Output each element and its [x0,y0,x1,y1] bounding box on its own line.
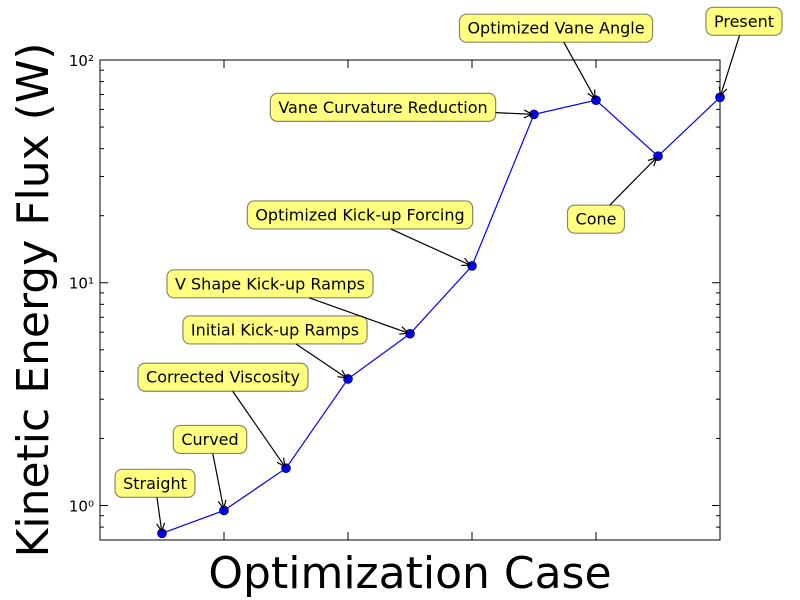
annotation-label: Optimized Vane Angle [467,19,644,38]
annotation-box [182,315,368,345]
annotation: Curved [172,424,248,508]
annotation-arrow [495,113,532,115]
annotation: Vane Curvature Reduction [269,92,532,122]
annotation: Straight [114,468,196,531]
y-tick-label: 10² [69,52,94,70]
annotation-label: Optimized Kick-up Forcing [255,205,464,224]
annotation-label: Present [714,12,774,31]
annotation-label: Initial Kick-up Ramps [191,320,359,339]
data-point [405,328,415,339]
annotation: Optimized Kick-up Forcing [246,200,474,265]
annotation-box [114,468,196,498]
plot-frame [99,59,721,541]
annotation-box [172,424,248,455]
annotation-label: Vane Curvature Reduction [278,98,487,117]
annotation-arrow [212,453,224,508]
y-axis-title: Kinetic Energy Flux (W) [8,42,59,557]
annotation-arrow [609,158,657,206]
annotation-box [705,6,783,36]
annotation-arrow [295,343,346,378]
annotation-arrow [563,41,595,98]
data-point [715,92,725,103]
x-axis-title: Optimization Case [208,548,611,599]
annotation-arrow [157,497,162,531]
annotation-box [566,204,626,234]
data-point [591,95,601,105]
data-point [343,374,353,384]
y-tick-label: 10⁰ [69,497,94,515]
annotation: Initial Kick-up Ramps [182,315,368,378]
annotation-box [269,92,497,122]
annotation-box [246,200,474,230]
data-point [467,261,477,271]
annotation-arrow [232,390,285,466]
annotation-box [137,362,309,392]
data-point [281,463,291,474]
annotation-box [166,269,374,299]
annotation-label: Corrected Viscosity [146,368,300,387]
series-line [161,96,721,534]
annotation-label: V Shape Kick-up Ramps [175,274,365,293]
annotation-label: Straight [123,474,187,493]
annotation-label: Cone [576,210,617,229]
annotation: V Shape Kick-up Ramps [166,269,408,333]
annotation-label: Curved [181,430,238,449]
annotation-arrow [721,35,741,95]
annotation-box [458,13,654,43]
annotation: Corrected Viscosity [137,362,309,466]
y-tick-label: 10¹ [69,275,94,293]
annotation: Cone [566,158,657,234]
annotation-arrow [308,297,408,333]
annotation: Present [705,6,783,95]
data-point [219,505,229,516]
annotation: Optimized Vane Angle [458,13,654,98]
annotation-arrow [390,228,470,265]
